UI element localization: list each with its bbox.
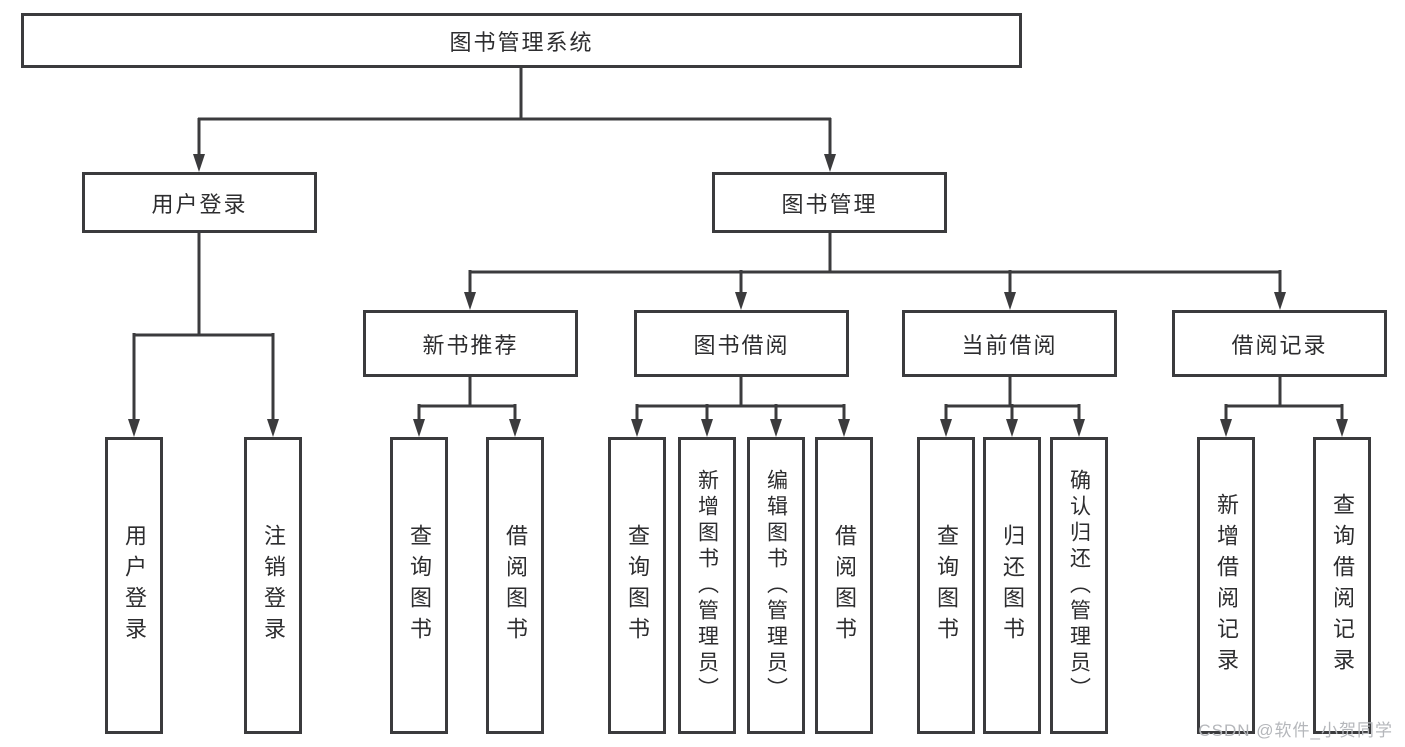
leaf-logout-label: 注销登录 (261, 523, 286, 648)
leaf-borrow-books-recommend-label: 借阅图书 (503, 523, 528, 648)
leaf-confirm-return-admin-label: 确认归还（管理员） (1067, 468, 1091, 703)
leaf-query-borrow-record-label: 查询借阅记录 (1330, 492, 1355, 679)
node-current-borrow-label: 当前借阅 (961, 332, 1058, 358)
node-user-login-label: 用户登录 (151, 191, 248, 217)
leaf-add-borrow-record: 新增借阅记录 (1197, 437, 1255, 734)
node-root: 图书管理系统 (21, 13, 1022, 68)
leaf-borrow-books-recommend: 借阅图书 (486, 437, 544, 734)
leaf-add-book-admin: 新增图书（管理员） (678, 437, 736, 734)
node-borrow-records: 借阅记录 (1172, 310, 1387, 377)
leaf-borrow-books-label: 借阅图书 (832, 523, 857, 648)
leaf-logout: 注销登录 (244, 437, 302, 734)
node-new-book-recommend: 新书推荐 (363, 310, 578, 377)
node-book-management: 图书管理 (712, 172, 947, 233)
node-book-management-label: 图书管理 (781, 191, 878, 217)
leaf-edit-book-admin: 编辑图书（管理员） (747, 437, 805, 734)
node-user-login: 用户登录 (82, 172, 317, 233)
leaf-query-books-current-label: 查询图书 (934, 523, 959, 648)
leaf-query-books-recommend: 查询图书 (390, 437, 448, 734)
leaf-add-borrow-record-label: 新增借阅记录 (1214, 492, 1239, 679)
leaf-return-book-label: 归还图书 (1000, 523, 1025, 648)
leaf-confirm-return-admin: 确认归还（管理员） (1050, 437, 1108, 734)
leaf-query-books-borrow-label: 查询图书 (625, 523, 650, 648)
node-book-borrow-label: 图书借阅 (693, 332, 790, 358)
node-current-borrow: 当前借阅 (902, 310, 1117, 377)
node-borrow-records-label: 借阅记录 (1231, 332, 1328, 358)
node-new-book-recommend-label: 新书推荐 (422, 332, 519, 358)
csdn-watermark: CSDN @软件_小贺同学 (1198, 721, 1393, 740)
leaf-query-books-borrow: 查询图书 (608, 437, 666, 734)
leaf-return-book: 归还图书 (983, 437, 1041, 734)
leaf-user-login-label: 用户登录 (122, 523, 147, 648)
leaf-borrow-books: 借阅图书 (815, 437, 873, 734)
node-root-label: 图书管理系统 (449, 29, 594, 55)
leaf-edit-book-admin-label: 编辑图书（管理员） (764, 468, 788, 703)
leaf-add-book-admin-label: 新增图书（管理员） (695, 468, 719, 703)
node-book-borrow: 图书借阅 (634, 310, 849, 377)
leaf-query-books-recommend-label: 查询图书 (407, 523, 432, 648)
leaf-user-login: 用户登录 (105, 437, 163, 734)
leaf-query-books-current: 查询图书 (917, 437, 975, 734)
leaf-query-borrow-record: 查询借阅记录 (1313, 437, 1371, 734)
